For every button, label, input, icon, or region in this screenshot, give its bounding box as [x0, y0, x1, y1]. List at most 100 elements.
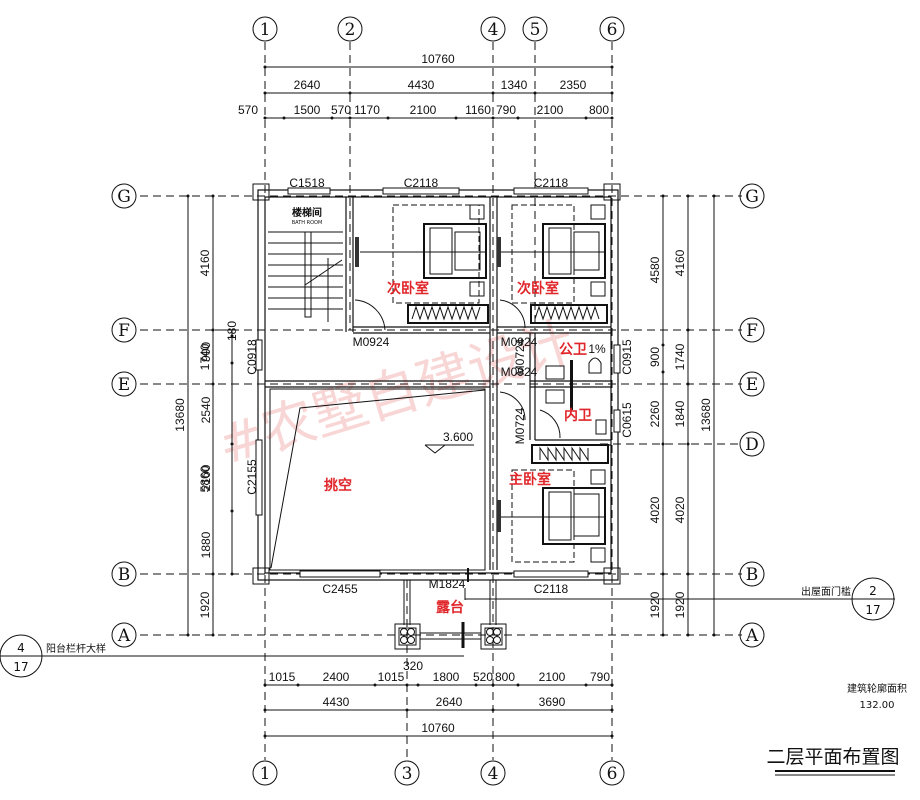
svg-text:C1518: C1518 — [289, 176, 325, 190]
svg-text:4580: 4580 — [648, 256, 662, 283]
room-bedroom-2b: 次卧室 — [517, 280, 559, 297]
callout-balcony-railing: 4 17 阳台栏杆大样 — [0, 634, 464, 678]
svg-text:2640: 2640 — [294, 78, 321, 92]
svg-text:900: 900 — [199, 342, 213, 362]
svg-text:B: B — [118, 565, 131, 585]
svg-text:2: 2 — [869, 584, 877, 598]
room-public-bath: 公卫 — [559, 342, 587, 358]
svg-text:320: 320 — [403, 659, 423, 673]
svg-text:800: 800 — [495, 670, 515, 684]
svg-text:出屋面门槛: 出屋面门槛 — [801, 585, 851, 598]
svg-text:13680: 13680 — [699, 398, 713, 432]
svg-text:4020: 4020 — [673, 496, 687, 523]
svg-text:3690: 3690 — [539, 695, 566, 709]
svg-text:790: 790 — [496, 103, 516, 117]
svg-text:4160: 4160 — [198, 249, 212, 276]
svg-text:M0924: M0924 — [353, 335, 390, 349]
svg-text:2260: 2260 — [648, 400, 662, 427]
svg-text:4: 4 — [488, 20, 499, 40]
svg-text:2: 2 — [345, 20, 356, 40]
svg-text:800: 800 — [589, 103, 609, 117]
svg-text:C0915: C0915 — [620, 339, 634, 375]
svg-text:13680: 13680 — [173, 398, 187, 432]
svg-text:1015: 1015 — [378, 670, 405, 684]
svg-text:E: E — [746, 375, 758, 395]
svg-text:10760: 10760 — [421, 52, 455, 66]
svg-text:5: 5 — [530, 20, 541, 40]
svg-text:阳台栏杆大样: 阳台栏杆大样 — [46, 642, 106, 655]
svg-text:2100: 2100 — [410, 103, 437, 117]
svg-text:4430: 4430 — [408, 78, 435, 92]
svg-text:2640: 2640 — [436, 695, 463, 709]
opening-labels: C1518 C2118 C2118 C0918 C2155 C2455 C211… — [245, 176, 634, 596]
svg-text:17: 17 — [13, 660, 28, 674]
svg-text:M1824: M1824 — [429, 577, 466, 591]
svg-text:4: 4 — [488, 764, 499, 784]
area-value: 132.00 — [860, 700, 895, 711]
svg-text:F: F — [118, 321, 130, 341]
svg-text:1160: 1160 — [465, 103, 491, 117]
room-void: 挑空 — [324, 477, 352, 494]
svg-text:1920: 1920 — [198, 591, 212, 618]
svg-text:520: 520 — [473, 670, 493, 684]
left-dimensions: 13680 4160 1740 5860 1920 180 900 2540 2… — [173, 194, 239, 637]
bed-master — [497, 444, 609, 563]
svg-text:3: 3 — [402, 764, 413, 784]
svg-text:B: B — [746, 565, 759, 585]
top-axis-markers: 1 2 4 5 6 — [252, 16, 625, 42]
svg-text:M0724: M0724 — [513, 338, 527, 375]
svg-text:4160: 4160 — [673, 249, 687, 276]
right-dimensions: 4580 900 2260 4020 1920 4160 1740 1840 4… — [648, 194, 716, 637]
svg-text:2400: 2400 — [323, 670, 350, 684]
svg-text:10760: 10760 — [421, 721, 455, 735]
svg-text:2100: 2100 — [199, 464, 213, 491]
stair: 楼梯间 BATH ROOM — [268, 206, 343, 322]
bed-left — [355, 204, 489, 324]
room-bedroom-2a: 次卧室 — [387, 280, 429, 297]
svg-text:4430: 4430 — [323, 695, 350, 709]
room-terrace: 露台 — [436, 599, 464, 616]
svg-text:D: D — [745, 435, 759, 455]
svg-text:G: G — [745, 187, 759, 207]
svg-text:6: 6 — [607, 764, 618, 784]
svg-text:1015: 1015 — [269, 670, 296, 684]
area-label: 建筑轮廓面积 — [847, 682, 907, 695]
svg-text:1%: 1% — [588, 342, 606, 356]
svg-text:790: 790 — [590, 670, 610, 684]
svg-text:180: 180 — [225, 321, 239, 341]
svg-text:6: 6 — [607, 20, 618, 40]
svg-text:2540: 2540 — [199, 396, 213, 423]
svg-text:2100: 2100 — [539, 670, 566, 684]
room-labels: 次卧室 次卧室 公卫 1% 内卫 主卧室 挑空 露台 — [324, 280, 606, 616]
svg-text:1740: 1740 — [673, 343, 687, 370]
svg-text:5860: 5860 — [198, 465, 212, 492]
svg-text:1920: 1920 — [648, 591, 662, 618]
svg-text:1920: 1920 — [673, 591, 687, 618]
svg-text:1340: 1340 — [501, 78, 528, 92]
svg-text:900: 900 — [648, 347, 662, 367]
terrace — [394, 568, 507, 650]
bottom-axis-markers: 1 3 4 6 — [252, 760, 625, 786]
walls — [252, 183, 621, 585]
svg-text:G: G — [117, 187, 131, 207]
svg-text:M0924: M0924 — [501, 365, 538, 379]
bottom-dimensions: 1015 2400 1015 320 1800 520 800 2100 790… — [263, 659, 614, 738]
svg-text:C2118: C2118 — [534, 582, 569, 596]
svg-text:1880: 1880 — [199, 531, 213, 558]
svg-text:2100: 2100 — [537, 103, 564, 117]
void-outline — [270, 389, 486, 569]
door-swings — [354, 299, 561, 439]
svg-text:C0615: C0615 — [620, 402, 634, 438]
svg-text:M0924: M0924 — [501, 335, 538, 349]
svg-text:C2118: C2118 — [534, 176, 569, 190]
top-dimensions: 10760 2640 4430 1340 2350 570 1500 570 1… — [238, 52, 614, 120]
svg-text:1: 1 — [260, 20, 271, 40]
elevation-mark: 3.600 — [424, 430, 474, 454]
svg-text:A: A — [745, 626, 759, 646]
svg-text:2350: 2350 — [560, 78, 587, 92]
svg-text:A: A — [117, 626, 131, 646]
svg-text:1170: 1170 — [354, 103, 380, 117]
svg-text:3.600: 3.600 — [443, 430, 473, 444]
svg-text:570: 570 — [331, 103, 351, 117]
title-block: 建筑轮廓面积 132.00 二层平面布置图 — [766, 682, 907, 776]
